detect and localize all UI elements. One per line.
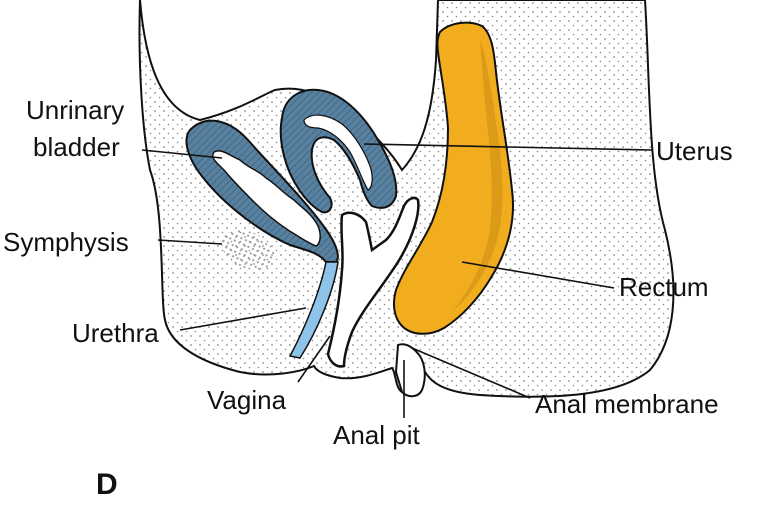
label-bladder-line1: Unrinary [26,95,124,125]
label-urethra: Urethra [72,318,159,348]
panel-letter: D [96,468,118,502]
label-bladder-line2: bladder [33,132,120,162]
label-uterus: Uterus [656,136,733,166]
label-symphysis: Symphysis [3,227,129,257]
label-vagina: Vagina [207,385,286,415]
label-anal-membrane: Anal membrane [535,389,719,419]
body-tissue [139,0,673,397]
label-anal-pit: Anal pit [333,420,420,450]
label-rectum: Rectum [619,272,709,302]
